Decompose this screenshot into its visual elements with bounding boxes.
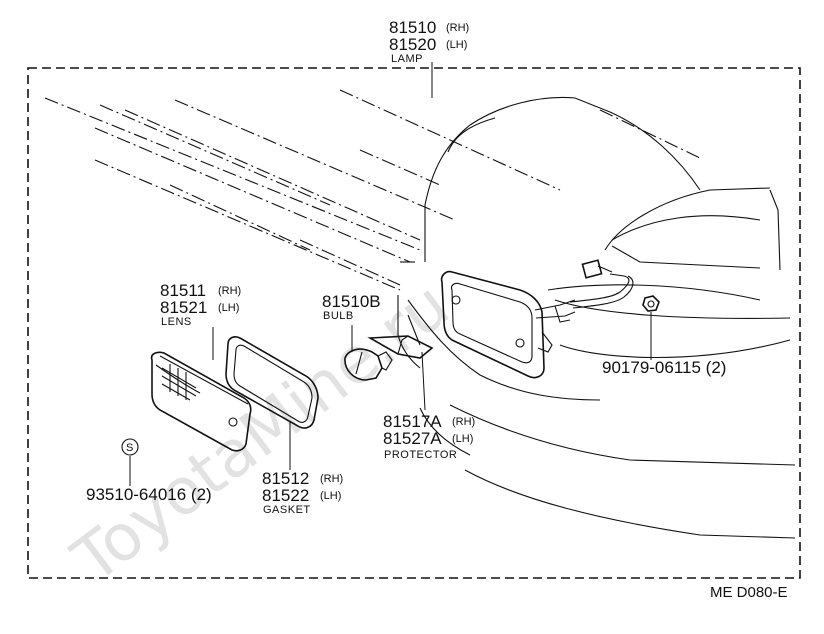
screw-symbol	[121, 438, 139, 456]
gasket-part-number-lh: 81522	[262, 486, 309, 505]
gasket-part-number-rh: 81512	[262, 469, 309, 488]
callout-nut[interactable]: 90179-06115 (2)	[602, 358, 726, 377]
screw-part-number: 93510-64016 (2)	[86, 485, 212, 504]
lens-part-number-rh: 81511	[160, 281, 206, 300]
protector-suffix-lh: (LH)	[452, 433, 473, 445]
lamp-part-number-rh: 81510	[389, 18, 436, 37]
nut-drawing	[642, 295, 660, 312]
lamp-suffix-rh: (RH)	[446, 22, 469, 34]
nut-part-number: 90179-06115 (2)	[602, 358, 726, 377]
protector-suffix-rh: (RH)	[452, 416, 475, 428]
callout-protector[interactable]: 81517A (RH) 81527A (LH) PROTECTOR	[383, 412, 475, 461]
lens-suffix-rh: (RH)	[218, 285, 241, 297]
callout-lens[interactable]: 81511 (RH) 81521 (LH) LENS	[160, 281, 241, 328]
screw-symbol-letter: S	[126, 442, 133, 454]
callout-bulb[interactable]: 81510B BULB	[322, 292, 381, 322]
protector-part-number-rh: 81517A	[383, 412, 442, 431]
lens-suffix-lh: (LH)	[218, 302, 239, 314]
lamp-housing-drawing	[440, 259, 634, 379]
protector-caption: PROTECTOR	[384, 449, 457, 461]
bulb-caption: BULB	[323, 310, 354, 322]
protector-part-number-lh: 81527A	[383, 429, 442, 448]
lamp-suffix-lh: (LH)	[446, 39, 467, 51]
gasket-drawing	[225, 336, 319, 429]
vehicle-body-outline	[44, 89, 796, 539]
callout-gasket[interactable]: 81512 (RH) 81522 (LH) GASKET	[262, 469, 343, 516]
diagram-code: ME D080-E	[710, 584, 788, 601]
lens-part-number-lh: 81521	[160, 298, 207, 317]
protector-drawing	[367, 335, 434, 359]
callout-lamp[interactable]: 81510 (RH) 81520 (LH) LAMP	[389, 18, 469, 65]
lamp-caption: LAMP	[391, 53, 423, 65]
gasket-caption: GASKET	[263, 504, 311, 516]
lens-caption: LENS	[161, 316, 192, 328]
bulb-part-number: 81510B	[322, 292, 381, 311]
lamp-part-number-lh: 81520	[389, 35, 436, 54]
leader-lines	[129, 62, 652, 486]
gasket-suffix-lh: (LH)	[320, 490, 341, 502]
gasket-suffix-rh: (RH)	[320, 473, 343, 485]
callout-screw[interactable]: 93510-64016 (2)	[86, 485, 212, 504]
lens-drawing	[150, 351, 252, 452]
frame-border	[27, 67, 801, 579]
